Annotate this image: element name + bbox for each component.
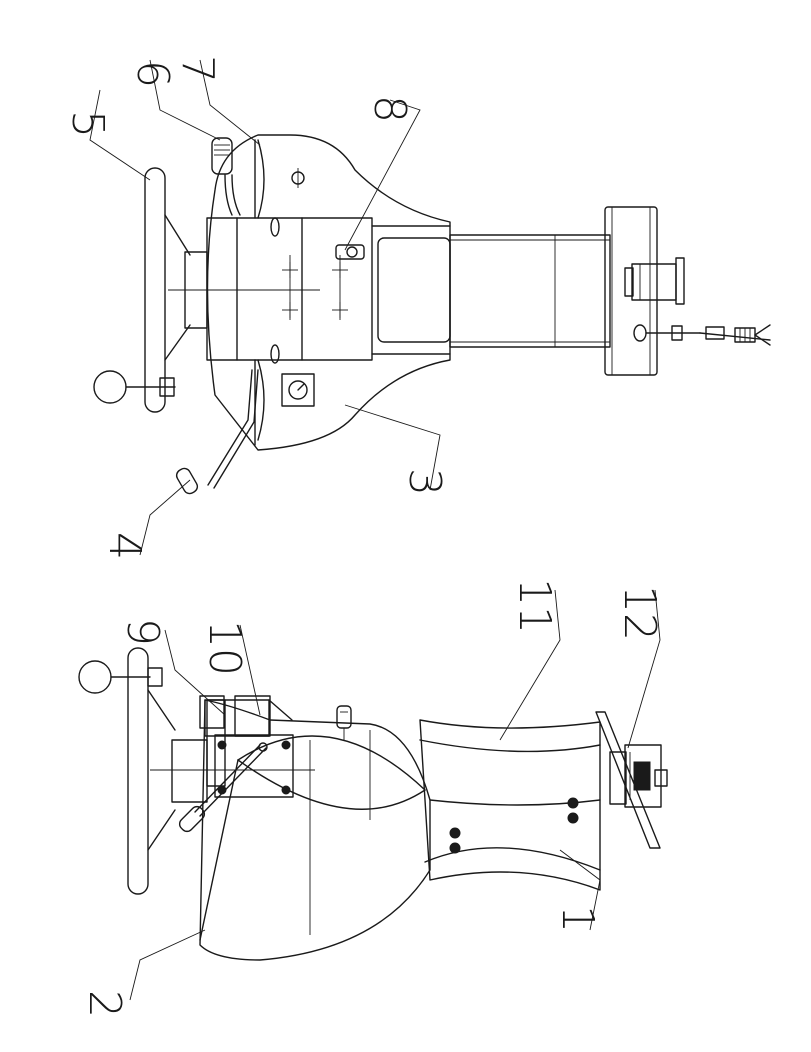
callout-7: 7 xyxy=(172,55,223,83)
foot-fitting xyxy=(624,744,662,808)
block-10 xyxy=(234,695,271,737)
callout-11: 11 xyxy=(509,578,560,634)
column xyxy=(449,234,611,348)
callout-12: 12 xyxy=(614,585,665,641)
crank-knob-side xyxy=(78,660,112,694)
side-view xyxy=(78,647,668,961)
plug-4 xyxy=(175,467,199,495)
body-outline xyxy=(206,134,451,451)
callout-1: 1 xyxy=(552,905,603,933)
block-9 xyxy=(199,695,225,729)
callout-2: 2 xyxy=(79,990,130,1018)
column-side xyxy=(419,719,601,891)
crank-knob xyxy=(93,370,127,404)
plug-6 xyxy=(211,137,233,175)
callout-10: 10 xyxy=(199,620,250,676)
callout-labels: 5 6 7 8 3 4 9 10 11 12 1 2 xyxy=(62,55,665,1018)
callout-5: 5 xyxy=(62,110,113,138)
base-plate-side xyxy=(595,711,661,849)
base-plate xyxy=(604,206,658,376)
callout-4: 4 xyxy=(99,532,150,560)
callout-9: 9 xyxy=(117,618,168,646)
callout-leaders-side xyxy=(129,589,661,1001)
callout-6: 6 xyxy=(127,60,178,88)
callout-3: 3 xyxy=(399,468,450,496)
callout-8: 8 xyxy=(364,95,415,123)
housing-outline xyxy=(199,699,431,961)
handwheel-rim xyxy=(144,167,166,413)
dial-gauge xyxy=(288,380,308,400)
front-view xyxy=(93,134,771,495)
dial-box xyxy=(281,373,315,407)
callout-leaders-front xyxy=(89,59,441,556)
handwheel-rim-side xyxy=(127,647,149,895)
